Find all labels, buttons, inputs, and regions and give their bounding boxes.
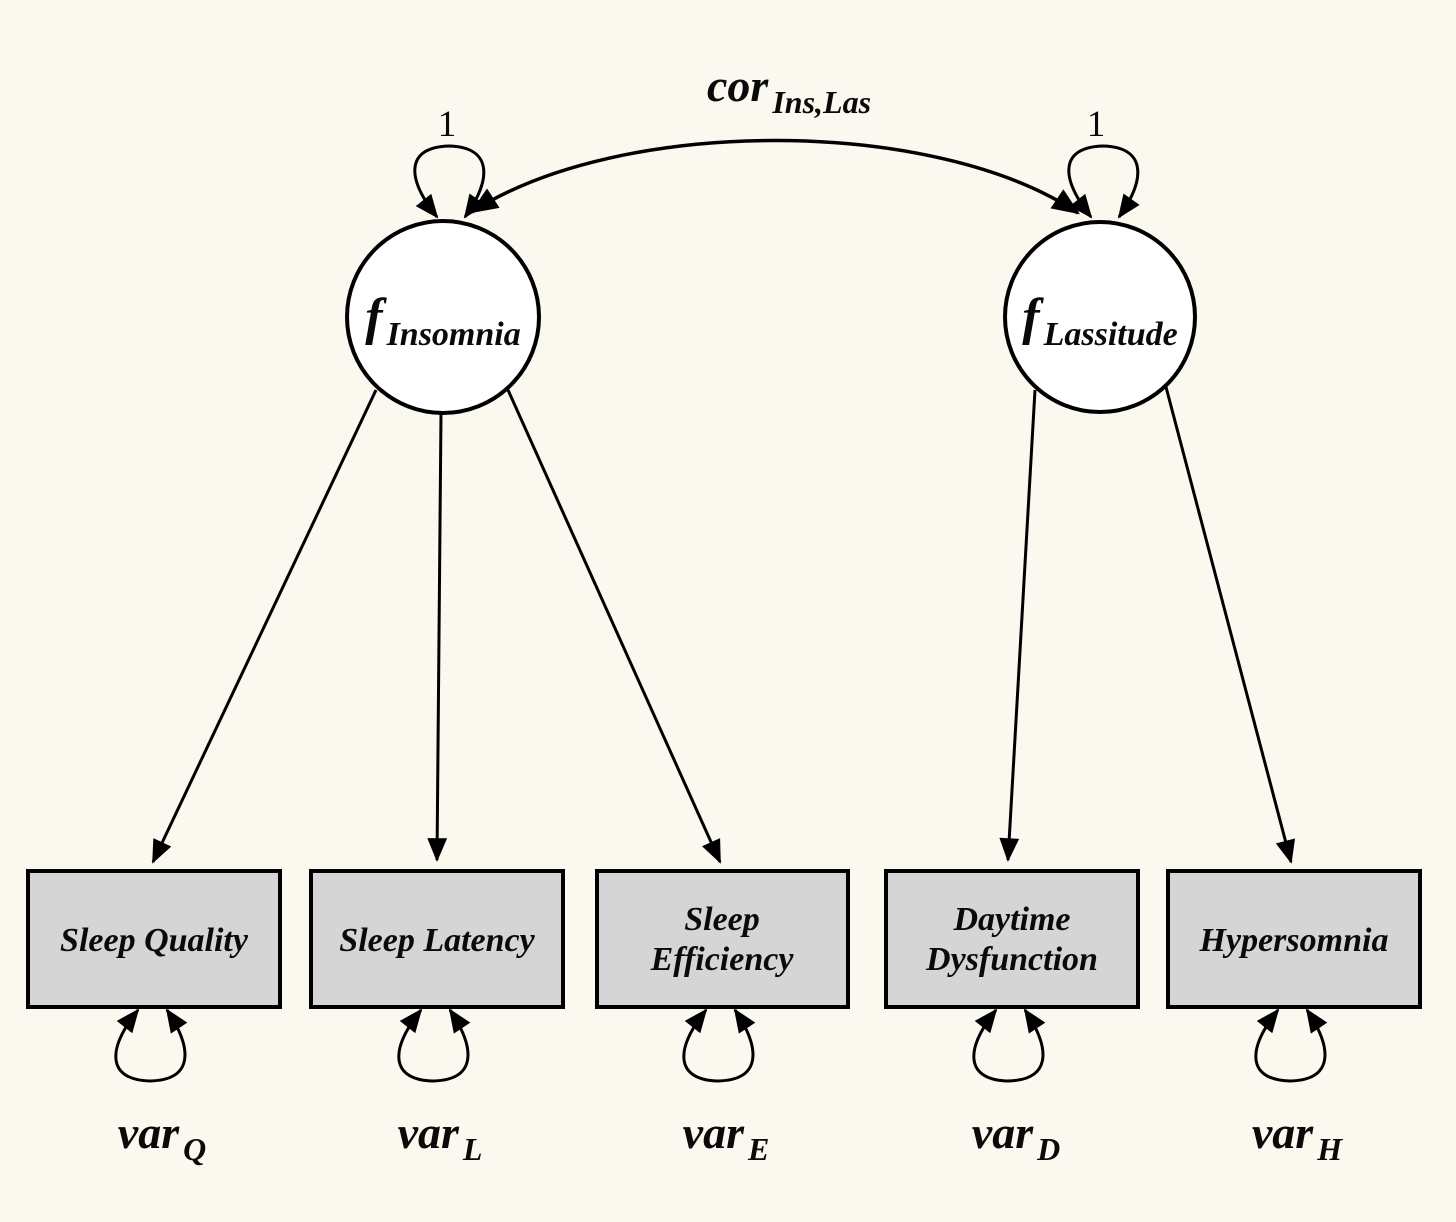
error-loop-daytime-dysfunction: [972, 1008, 1046, 1083]
factor-label-lassitude: f Lassitude: [1022, 289, 1177, 353]
error-var-sub-h: H: [1316, 1131, 1343, 1167]
factor-variance-value-insomnia: 1: [438, 104, 457, 145]
error-loop-sleep-efficiency: [682, 1008, 756, 1083]
indicator-box-hypersomnia: [1166, 869, 1422, 1009]
indicator-label-sleep-efficiency-line1: Sleep: [684, 901, 760, 938]
factor-subscript-insomnia: Insomnia: [386, 316, 521, 353]
loading-arrow-sleep-latency: [427, 412, 448, 862]
factor-variance-value-lassitude: 1: [1087, 104, 1106, 145]
error-var-main-e: var: [683, 1107, 745, 1158]
loading-arrow-hypersomnia: [1164, 386, 1296, 864]
indicator-label-sleep-latency: Sleep Latency: [339, 922, 535, 959]
error-var-sub-l: L: [462, 1131, 483, 1167]
error-var-main-q: var: [118, 1107, 180, 1158]
indicator-label-hypersomnia: Hypersomnia: [1199, 922, 1389, 959]
factor-node-lassitude: [1003, 220, 1197, 414]
indicator-box-sleep-quality: [26, 869, 282, 1009]
error-var-sub-q: Q: [183, 1131, 206, 1167]
factor-subscript-lassitude: Lassitude: [1043, 316, 1178, 353]
error-var-main-l: var: [398, 1107, 460, 1158]
loading-arrow-sleep-efficiency: [506, 389, 722, 864]
error-variance-label-sleep-efficiency: var E: [683, 1107, 770, 1167]
factor-label-insomnia: f Insomnia: [365, 289, 521, 353]
error-variance-label-sleep-latency: var L: [398, 1107, 483, 1167]
indicator-label-daytime-dysfunction-line2: Dysfunction: [925, 941, 1098, 978]
error-variance-label-hypersomnia: var H: [1252, 1107, 1343, 1167]
error-loop-sleep-quality: [114, 1008, 188, 1083]
error-var-main-h: var: [1252, 1107, 1314, 1158]
indicator-box-sleep-latency: [309, 869, 565, 1009]
indicator-box-daytime-dysfunction: [884, 869, 1140, 1009]
indicator-label-daytime-dysfunction-line1: Daytime: [952, 901, 1070, 938]
loading-arrow-daytime-dysfunction: [999, 389, 1037, 862]
factor-node-insomnia: [345, 219, 541, 415]
error-var-main-d: var: [972, 1107, 1034, 1158]
indicator-box-sleep-efficiency: [595, 869, 850, 1009]
loading-arrow-sleep-quality: [151, 389, 378, 864]
correlation-label-sub: Ins,Las: [771, 84, 871, 120]
correlation-label: cor Ins,Las: [707, 60, 871, 120]
variance-loop-insomnia: [413, 144, 486, 219]
error-loop-hypersomnia: [1254, 1008, 1328, 1083]
variance-loop-lassitude: [1067, 144, 1140, 219]
correlation-label-main: cor: [707, 60, 769, 111]
error-var-sub-e: E: [747, 1131, 769, 1167]
indicator-label-sleep-efficiency-line2: Efficiency: [650, 941, 795, 978]
error-variance-label-sleep-quality: var Q: [118, 1107, 206, 1167]
correlation-arrow-insomnia-lassitude: [470, 138, 1080, 215]
error-var-sub-d: D: [1036, 1131, 1060, 1167]
error-variance-label-daytime-dysfunction: var D: [972, 1107, 1060, 1167]
indicator-label-sleep-quality: Sleep Quality: [60, 922, 249, 959]
error-loop-sleep-latency: [397, 1008, 471, 1083]
